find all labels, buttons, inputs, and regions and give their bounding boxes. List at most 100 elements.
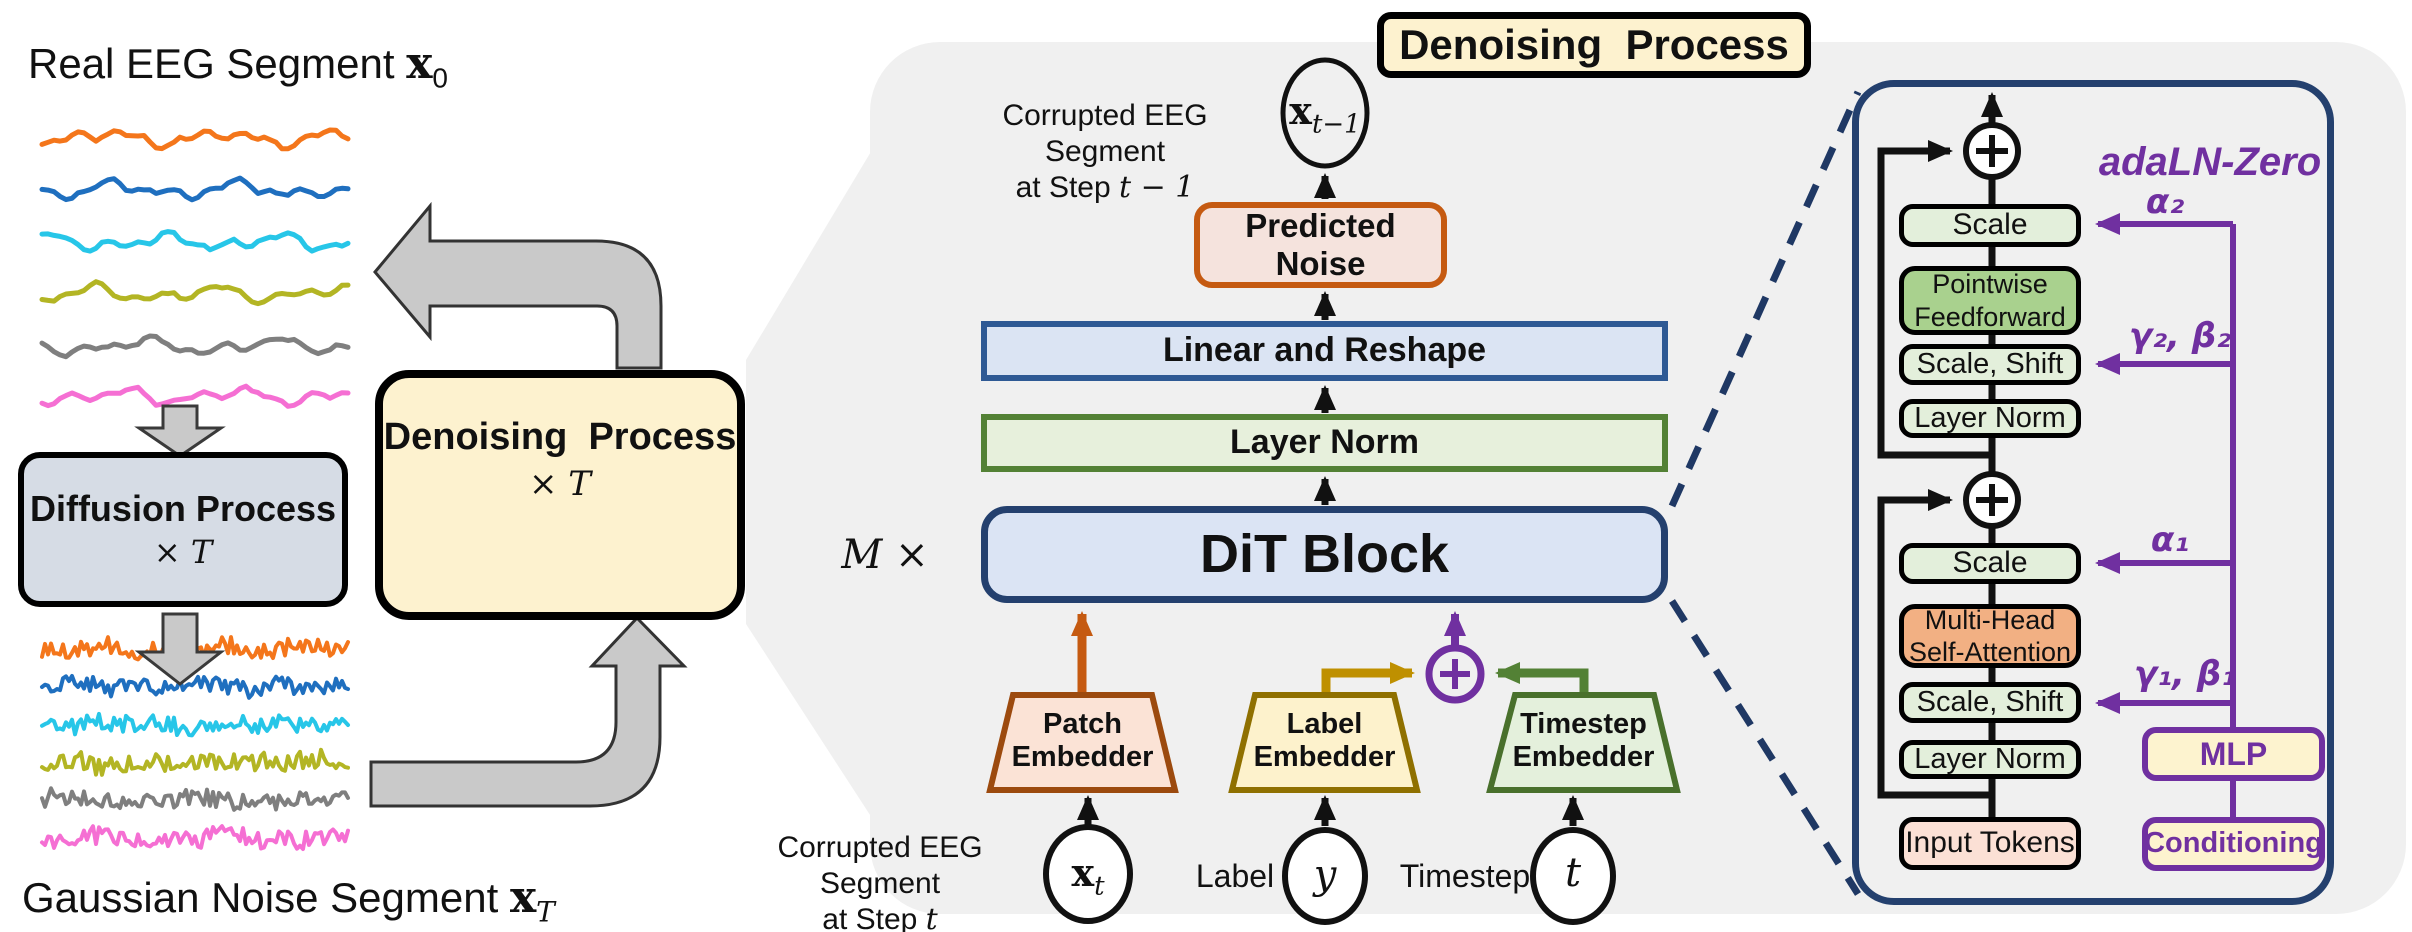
real-eeg-title: Real EEG Segment x0: [28, 38, 508, 94]
down-block-arrow-2: [134, 612, 226, 686]
timestep-embedder-line2: Embedder: [1512, 741, 1655, 773]
corrupted-output-step-math: t − 1: [1119, 170, 1195, 205]
layer-norm-top-label: Layer Norm: [1914, 401, 2066, 434]
arrow-timestep-to-plus: [1495, 662, 1589, 694]
linear-reshape-label: Linear and Reshape: [1162, 331, 1487, 370]
pff-line2: Feedforward: [1914, 301, 2066, 332]
corrupted-input-line2: at Step t: [730, 902, 1030, 932]
scale-bottom-label: Scale: [1952, 546, 2028, 580]
real-eeg-trace-6: [39, 383, 351, 409]
scale-bottom-box: Scale: [1899, 543, 2081, 584]
patch-embedder-label: Patch Embedder: [990, 698, 1175, 784]
layer-norm-top-box: Layer Norm: [1899, 399, 2081, 438]
mlp-label: MLP: [2199, 735, 2268, 772]
predicted-noise-line1: Predicted: [1245, 207, 1396, 245]
real-eeg-trace-4: [39, 279, 351, 307]
noise-trace-4: [40, 747, 350, 777]
real-eeg-trace-5: [39, 333, 351, 360]
xt-symbol: xt: [1038, 850, 1138, 902]
real-eeg-var-sub: 0: [432, 62, 448, 94]
real-eeg-trace-1: [39, 127, 351, 152]
conditioning-conduit: [2095, 213, 2236, 817]
mhsa-line1: Multi-Head: [1924, 604, 2056, 635]
xtm1-symbol: xt−1: [1270, 88, 1380, 140]
xtm1-circle: [1280, 57, 1370, 169]
conditioning-label: Conditioning: [2144, 827, 2323, 860]
xtm1-var: x: [1289, 88, 1312, 133]
gaussian-noise-var-sub: T: [536, 895, 555, 929]
timestep-embedder-trapezoid: [1486, 692, 1681, 793]
adaln-skip-lower: [1877, 489, 1992, 799]
dit-repeat-label: M ×: [841, 532, 929, 578]
adaln-zero-panel: [1852, 80, 2334, 905]
real-eeg-waveforms: [39, 127, 351, 409]
noise-trace-2: [40, 674, 350, 700]
scale-shift-bottom-box: Scale, Shift: [1899, 682, 2081, 723]
pointwise-feedforward-box: Pointwise Feedforward: [1899, 266, 2081, 335]
scale-shift-top-label: Scale, Shift: [1916, 347, 2064, 380]
corrupted-input-label: Corrupted EEG Segment at Step t: [730, 830, 1030, 932]
adaln-zero-title: adaLN-Zero: [2098, 140, 2322, 184]
input-tokens-label: Input Tokens: [1905, 826, 2075, 860]
corrupted-input-step-math: t: [925, 902, 938, 932]
timestep-text: Timestep: [1399, 858, 1531, 894]
real-eeg-trace-2: [39, 175, 351, 203]
gaussian-noise-var: x: [509, 872, 537, 923]
dit-block-label: DiT Block: [1199, 524, 1450, 585]
linear-reshape-box: Linear and Reshape: [981, 321, 1668, 381]
label-embedder-trapezoid: [1228, 692, 1421, 793]
corrupted-input-step-prefix: at Step: [822, 903, 926, 932]
real-eeg-var: x: [406, 38, 433, 89]
xt-var: x: [1071, 850, 1095, 895]
corrupted-output-line2: at Step t − 1: [940, 170, 1270, 206]
label-embedder-line2: Embedder: [1253, 741, 1396, 773]
timestep-embedder-line1: Timestep: [1520, 707, 1647, 740]
mhsa-line2: Self-Attention: [1908, 637, 2072, 667]
patch-embedder-line2: Embedder: [1011, 741, 1154, 773]
dashed-connector-top: [1668, 90, 1862, 508]
mlp-box: MLP: [2142, 727, 2325, 781]
mhsa-box: Multi-Head Self-Attention: [1899, 604, 2081, 668]
alpha2-label: α₂: [2145, 182, 2185, 222]
label-embedder-line1: Label: [1286, 707, 1363, 740]
diffusion-process-box: Diffusion Process × T: [18, 452, 348, 607]
label-embedder-label: Label Embedder: [1232, 698, 1417, 784]
diffusion-process-repeat: × T: [153, 532, 213, 571]
gaussian-noise-waveforms: [40, 635, 350, 851]
denoising-process-label: Denoising Process: [383, 415, 737, 458]
diffusion-process-label: Diffusion Process: [29, 488, 337, 530]
patch-embedder-trapezoid: [986, 692, 1179, 793]
noise-trace-5: [40, 786, 350, 812]
corrupted-output-label: Corrupted EEG Segment at Step t − 1: [940, 98, 1270, 206]
conditioning-box: Conditioning: [2142, 817, 2325, 871]
denoising-process-box: Denoising Process × T: [375, 370, 745, 620]
scale-top-label: Scale: [1952, 208, 2028, 242]
scale-shift-top-box: Scale, Shift: [1899, 344, 2081, 385]
real-eeg-trace-3: [39, 229, 351, 254]
real-eeg-title-text: Real EEG Segment: [28, 40, 395, 87]
denoising-process-header-text: Denoising Process: [1399, 20, 1789, 68]
corrupted-input-line1: Corrupted EEG Segment: [777, 831, 983, 900]
xt-sub: t: [1094, 871, 1105, 902]
denoise-to-real-elbow-arrow: [373, 201, 663, 370]
down-block-arrow-1: [134, 404, 226, 458]
y-circle: [1282, 827, 1368, 925]
scale-top-box: Scale: [1899, 204, 2081, 247]
gaussian-noise-title: Gaussian Noise Segment xT: [22, 872, 582, 928]
pff-line1: Pointwise: [1932, 269, 2048, 300]
alpha1-label: α₁: [2150, 520, 2190, 560]
input-tokens-box: Input Tokens: [1899, 817, 2081, 870]
corrupted-output-step-prefix: at Step: [1015, 171, 1120, 204]
layer-norm-box: Layer Norm: [981, 414, 1668, 472]
noise-to-denoise-elbow-arrow: [369, 615, 688, 808]
xtm1-sub: t−1: [1311, 109, 1361, 140]
gamma-beta1-label: γ₁, β₁: [2133, 654, 2237, 694]
timestep-embedder-label: Timestep Embedder: [1490, 698, 1677, 784]
dashed-connector-bottom: [1669, 599, 1861, 896]
corrupted-output-line1: Corrupted EEG Segment: [1002, 99, 1208, 168]
t-circle: [1530, 827, 1616, 925]
denoising-process-header: Denoising Process: [1377, 12, 1811, 78]
layer-norm-bottom-box: Layer Norm: [1899, 740, 2081, 779]
